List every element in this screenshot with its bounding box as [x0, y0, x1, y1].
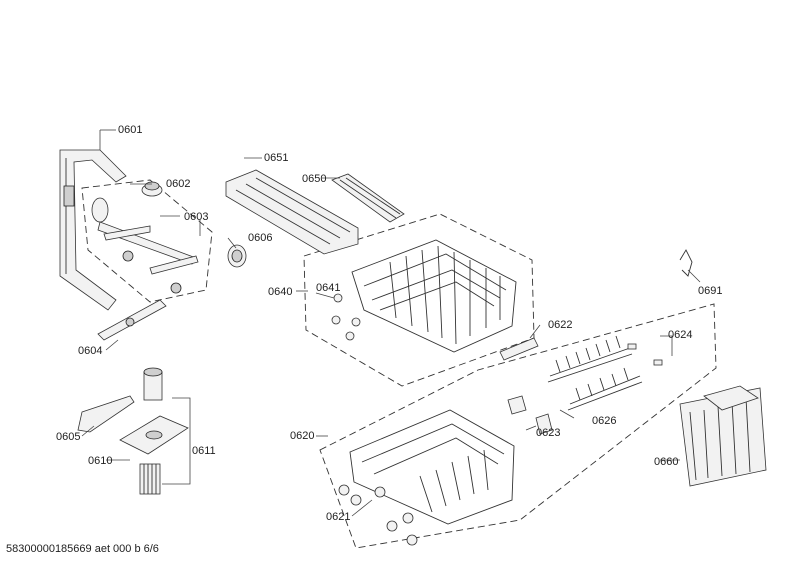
cutlery-basket-part — [679, 385, 767, 487]
clip-part-0624 — [627, 343, 663, 366]
basket-rail-part — [499, 337, 539, 361]
folding-rack-part — [547, 335, 643, 411]
callout-0660: 0660 — [654, 456, 678, 468]
filter-cylinder-part — [143, 367, 163, 401]
upper-basket-part — [351, 239, 517, 353]
filter-disk-part — [227, 244, 247, 268]
lower-spray-arm-part — [97, 299, 167, 341]
callout-0623: 0623 — [536, 427, 560, 439]
flat-filter-part-0610 — [119, 415, 189, 455]
callout-0651: 0651 — [264, 152, 288, 164]
cutlery-rack-part — [331, 173, 405, 223]
callout-0624: 0624 — [668, 329, 692, 341]
supply-pipe-part — [59, 149, 127, 311]
spray-arm-assembly-outline — [81, 179, 213, 303]
filter-plate-part-0605 — [77, 395, 135, 433]
lower-basket-part — [349, 409, 515, 525]
callout-0601: 0601 — [118, 124, 142, 136]
lower-basket-wheels — [338, 484, 418, 546]
cutlery-tray-part — [225, 169, 359, 255]
callout-0640: 0640 — [268, 286, 292, 298]
micro-filter-part — [139, 463, 161, 495]
callout-0606: 0606 — [248, 232, 272, 244]
callout-0610: 0610 — [88, 455, 112, 467]
leader-lines — [81, 129, 701, 517]
callout-0691: 0691 — [698, 285, 722, 297]
callout-0603: 0603 — [184, 211, 208, 223]
document-footer-id: 58300000185669 aet 000 b 6/6 — [6, 543, 159, 555]
lower-basket-outline — [319, 303, 717, 549]
callout-0626: 0626 — [592, 415, 616, 427]
callout-0602: 0602 — [166, 178, 190, 190]
callout-0605: 0605 — [56, 431, 80, 443]
callout-0622: 0622 — [548, 319, 572, 331]
callout-0604: 0604 — [78, 345, 102, 357]
callout-0621: 0621 — [326, 511, 350, 523]
callout-0620: 0620 — [290, 430, 314, 442]
latch-part-0623 — [507, 395, 553, 435]
clip-part-0691 — [679, 249, 693, 277]
callout-0611: 0611 — [192, 445, 216, 457]
upper-spray-arm-part — [91, 197, 199, 294]
callout-0650: 0650 — [302, 173, 326, 185]
callout-0641: 0641 — [316, 282, 340, 294]
upper-basket-rollers — [331, 293, 361, 341]
